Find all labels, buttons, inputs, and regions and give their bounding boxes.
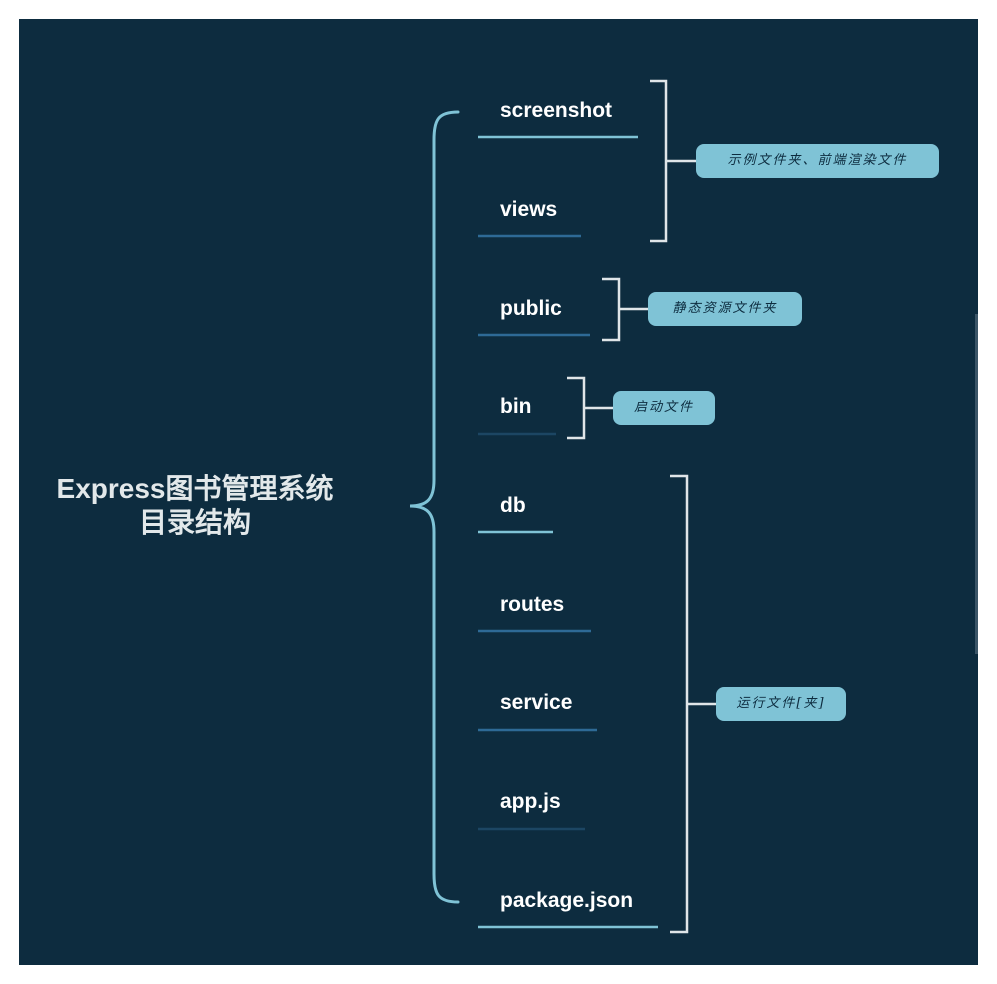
- note-example-folder[interactable]: 示例文件夹、前端渲染文件: [696, 144, 939, 178]
- node-routes[interactable]: routes: [500, 593, 565, 616]
- note-startup-file[interactable]: 启动文件: [613, 391, 715, 425]
- scrollbar[interactable]: [975, 314, 978, 654]
- node-bin[interactable]: bin: [500, 395, 532, 418]
- bracket-runtime-files: [670, 474, 716, 934]
- node-views[interactable]: views: [500, 198, 558, 221]
- root-title-line2: 目录结构: [138, 507, 251, 538]
- bracket-public: [602, 277, 648, 342]
- node-app-js[interactable]: app.js: [500, 790, 561, 813]
- note-runtime-files[interactable]: 运行文件[夹]: [716, 687, 846, 721]
- root-node[interactable]: Express图书管理系统 目录结构: [40, 472, 350, 540]
- node-db[interactable]: db: [500, 494, 526, 517]
- node-service[interactable]: service: [500, 691, 573, 714]
- node-public[interactable]: public: [500, 297, 562, 320]
- bracket-bin: [567, 376, 613, 440]
- main-brace: [409, 110, 460, 904]
- node-package-json[interactable]: package.json: [500, 889, 634, 912]
- bracket-screenshot-views: [650, 79, 696, 243]
- root-title-line1: Express图书管理系统: [56, 473, 334, 504]
- note-static-resources[interactable]: 静态资源文件夹: [648, 292, 802, 326]
- node-screenshot[interactable]: screenshot: [500, 99, 613, 122]
